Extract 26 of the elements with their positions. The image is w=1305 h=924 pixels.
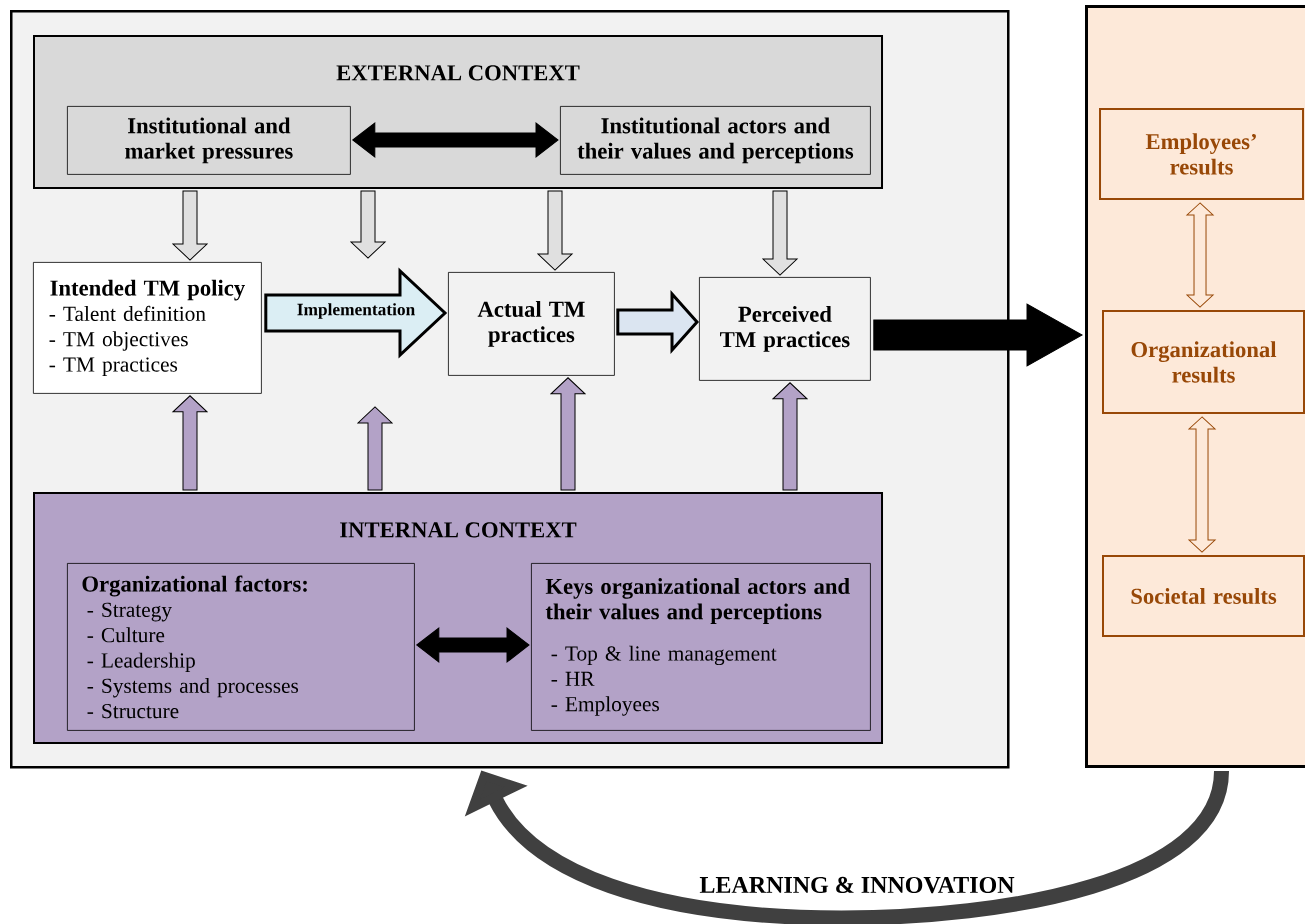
- block-arrow: [172, 190, 208, 261]
- block-arrow: [762, 190, 798, 276]
- block-arrow: [357, 406, 393, 491]
- factor-box: Keys organizational actors and their values and perceptions - Top & line management - HR - Employees: [531, 563, 871, 731]
- result-box: Societal results: [1102, 555, 1305, 637]
- block-arrow: [550, 377, 586, 491]
- block-arrow: [537, 190, 573, 271]
- factor-box: Organizational factors: - Strategy - Culture - Leadership - Systems and processes - Structure: [67, 563, 415, 731]
- block-arrow: [873, 303, 1083, 367]
- block-arrow: [172, 395, 208, 491]
- block-arrow: [350, 190, 386, 259]
- block-arrow: [616, 290, 700, 354]
- process-box: Intended TM policy - Talent definition - TM objectives - TM practices: [33, 262, 262, 394]
- process-box: Actual TM practices: [448, 272, 615, 376]
- result-box: Organizational results: [1102, 310, 1305, 414]
- double-arrow: [352, 122, 559, 158]
- double-arrow: [1186, 202, 1214, 308]
- edge-label: LEARNING & INNOVATION: [698, 875, 1016, 895]
- factor-box: Institutional and market pressures: [67, 106, 351, 175]
- curved-arrow: [464, 769, 1229, 924]
- result-box: Employees’ results: [1099, 108, 1304, 200]
- double-arrow: [1188, 416, 1216, 553]
- block-arrow: [772, 382, 808, 491]
- factor-box: Institutional actors and their values and perceptions: [560, 106, 871, 175]
- double-arrow: [416, 627, 530, 663]
- process-box: Perceived TM practices: [699, 277, 871, 381]
